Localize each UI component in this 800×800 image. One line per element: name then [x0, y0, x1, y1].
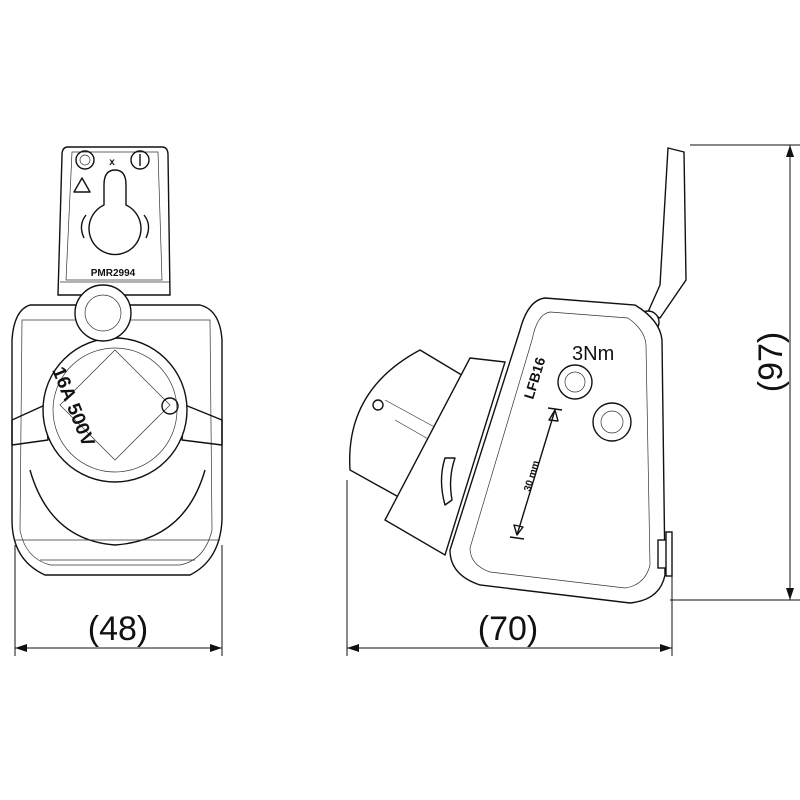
width-side-label: (70) — [478, 610, 538, 648]
front-view: x PMR2994 16A 500V — [11, 146, 223, 576]
side-flap — [647, 147, 687, 319]
depth-arrow — [516, 409, 556, 536]
socket-body: 16A 500V — [11, 284, 223, 576]
cover-flap: x PMR2994 — [57, 146, 171, 296]
model-label: PMR2994 — [91, 268, 136, 279]
settings-symbol-icon — [75, 150, 95, 170]
keyhole-slot — [88, 169, 142, 256]
side-view: 30 mm LFB16 3Nm — [349, 147, 687, 604]
torque-label: 3Nm — [572, 343, 614, 365]
separator-label: x — [109, 157, 115, 168]
width-front-label: (48) — [88, 610, 148, 648]
height-label: (97) — [752, 332, 790, 392]
dimension-lines: (48) (70) (97) — [14, 144, 800, 656]
recycle-icon — [73, 177, 91, 193]
info-symbol-icon — [130, 150, 150, 170]
housing — [449, 297, 666, 604]
